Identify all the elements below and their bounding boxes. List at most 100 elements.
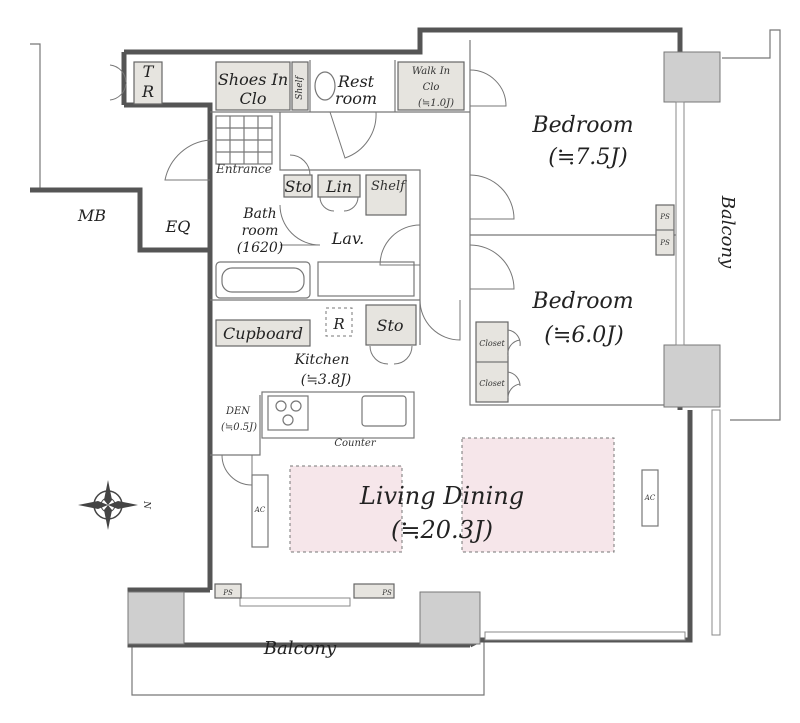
bedroom1-name: Bedroom [531, 113, 633, 138]
mb-wall [30, 187, 210, 253]
r-label: R [332, 315, 344, 333]
bedroom2-door [469, 244, 515, 290]
bathtub-frame [215, 261, 311, 299]
hall-door [419, 299, 461, 341]
sto-door [289, 154, 311, 176]
den-size: (≒0.5J) [221, 422, 257, 433]
cupboard-box [215, 319, 311, 347]
ac-unit-right [641, 469, 659, 527]
bedroom2-name: Bedroom [531, 289, 633, 314]
rest-label-1: Rest [337, 72, 375, 91]
shelf-lav-label: Shelf [371, 179, 407, 194]
lin-door [319, 196, 359, 212]
shoes-label-2: Clo [240, 89, 267, 108]
shoes-closet [215, 61, 291, 111]
walkin-label-1: Walk In [412, 66, 450, 77]
closet2-label: Closet [479, 379, 505, 388]
lav-door [379, 224, 421, 266]
lavatory-wall [279, 112, 421, 345]
tr-label-1: T [143, 62, 155, 81]
bedroom-west-wall [469, 40, 680, 406]
balcony-right-label: Balcony [717, 195, 738, 269]
burner-2 [290, 400, 302, 412]
bath-door [279, 204, 321, 246]
bath-label-1: Bath [242, 206, 276, 222]
sto-box-1 [283, 174, 313, 198]
bedroom2-size: (≒6.0J) [544, 323, 623, 348]
tr-doors [109, 64, 127, 101]
bedroom1-door [469, 174, 515, 220]
pillar-ne [663, 51, 721, 103]
bathtub-basin [221, 267, 305, 293]
pillar-s [419, 591, 481, 645]
vanity [317, 261, 415, 297]
walkin-label-3: (≒1.0J) [418, 98, 454, 109]
sto-box-2 [365, 304, 417, 346]
kitchen-size: (≒3.8J) [301, 372, 352, 388]
rest-label-2: room [335, 89, 377, 108]
living-window-south [484, 631, 686, 641]
closet1-label: Closet [479, 339, 505, 348]
pillar-sw [127, 591, 185, 645]
bath-label-2: room [242, 223, 279, 239]
cupboard-label: Cupboard [223, 324, 303, 343]
tr-label-2: R [141, 82, 154, 101]
compass-north-label: N [141, 500, 151, 510]
left-rail [30, 43, 41, 191]
stove [267, 395, 309, 431]
bedroom-window [675, 101, 685, 346]
den-wall [210, 395, 261, 456]
sto1-label: Sto [284, 177, 311, 196]
shelf-rest [291, 61, 309, 111]
bath-label-3: (1620) [237, 240, 284, 256]
entrance-wall [124, 102, 213, 190]
rug-left [289, 465, 403, 553]
ac2-label: AC [644, 494, 656, 502]
kitchen-counter [261, 391, 415, 439]
rest-door [329, 111, 377, 159]
pillar-e [663, 344, 721, 408]
shelf-rest-label: Shelf [295, 75, 305, 100]
walkin-label-2: Clo [423, 82, 440, 93]
living-size: (≒20.3J) [391, 516, 493, 544]
sto2-door [369, 345, 413, 365]
ac-unit-left [251, 474, 269, 548]
tr-box [133, 61, 163, 105]
shelf-lav-box [365, 174, 407, 216]
sink [361, 395, 407, 427]
shoes-label-1: Shoes In [218, 70, 288, 89]
rug-right [461, 437, 615, 553]
entrance-tiles [215, 115, 273, 165]
living-name: Living Dining [359, 482, 524, 510]
toilet [314, 71, 336, 101]
balcony-right-rail [722, 29, 781, 421]
ps2-label: PS [659, 239, 670, 247]
lin-label: Lin [325, 177, 352, 196]
ps-box-4 [353, 583, 395, 599]
living-window-balcony [239, 597, 351, 607]
ps4-label: PS [381, 589, 392, 597]
ac1-label: AC [254, 506, 266, 514]
balcony-bottom-rail [131, 640, 485, 696]
compass-rose [78, 480, 138, 530]
entrance-label: Entrance [215, 162, 272, 176]
ps1-label: PS [659, 213, 670, 221]
walkin-door [469, 69, 507, 107]
living-window-east [711, 409, 721, 636]
burner-3 [282, 414, 294, 426]
north-wall [124, 27, 683, 55]
fridge-space [325, 307, 353, 337]
kitchen-name: Kitchen [294, 352, 350, 368]
entrance-door [164, 139, 211, 181]
ps-box-3 [214, 583, 242, 599]
bedroom1-size: (≒7.5J) [548, 145, 627, 170]
sto2-label: Sto [376, 316, 403, 335]
den-name: DEN [225, 406, 251, 417]
den-door [221, 454, 253, 486]
ps3-label: PS [222, 589, 233, 597]
eq-label: EQ [165, 217, 191, 236]
lav-label: Lav. [331, 229, 364, 248]
closet-doors [507, 329, 521, 399]
